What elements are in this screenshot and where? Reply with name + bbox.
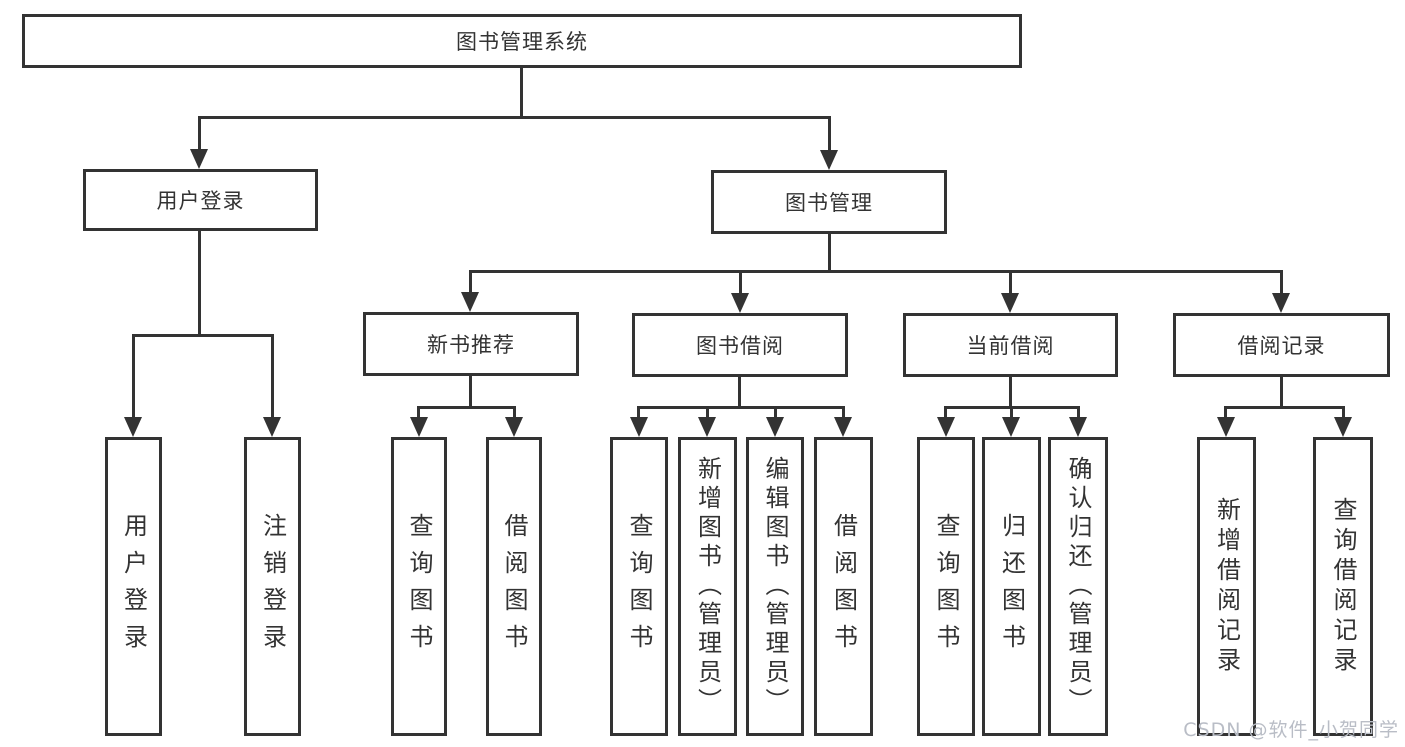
connector-drop-book-management — [828, 116, 831, 152]
leaf-records-query-label: 查询借阅记录 — [1329, 496, 1357, 677]
leaf-logout: 注销登录 — [244, 437, 301, 736]
connector-drop-borrow-edit — [774, 406, 777, 420]
leaf-records-query: 查询借阅记录 — [1313, 437, 1373, 736]
leaf-user-login-label: 用户登录 — [119, 512, 148, 661]
connector-recommend-stem — [469, 376, 472, 409]
connector-drop-recommend-query — [417, 406, 420, 420]
arrow-down-icon — [731, 293, 749, 313]
leaf-recommend-query-books: 查询图书 — [391, 437, 447, 736]
connector-drop-current-confirm — [1077, 406, 1080, 420]
arrow-down-icon — [124, 417, 142, 437]
connector-drop-borrow-records — [1280, 270, 1283, 296]
leaf-user-login: 用户登录 — [105, 437, 162, 736]
leaf-borrow-edit-books: 编辑图书（管理员） — [746, 437, 804, 736]
connector-records-hline — [1224, 406, 1345, 409]
connector-root-stem — [520, 68, 523, 118]
leaf-borrow-add-books: 新增图书（管理员） — [678, 437, 737, 736]
connector-drop-user-login — [198, 116, 201, 152]
arrow-down-icon — [410, 417, 428, 437]
node-root-label: 图书管理系统 — [456, 30, 588, 54]
arrow-down-icon — [937, 417, 955, 437]
node-book-borrow: 图书借阅 — [632, 313, 848, 377]
arrow-down-icon — [263, 417, 281, 437]
connector-current-borrow-stem — [1009, 377, 1012, 409]
node-current-borrow: 当前借阅 — [903, 313, 1118, 377]
node-new-book-recommend: 新书推荐 — [363, 312, 579, 376]
connector-drop-current-return — [1010, 406, 1013, 420]
node-book-management: 图书管理 — [711, 170, 947, 234]
arrow-down-icon — [461, 292, 479, 312]
connector-records-stem — [1280, 377, 1283, 409]
arrow-down-icon — [1069, 417, 1087, 437]
leaf-borrow-edit-books-label: 编辑图书（管理员） — [761, 456, 789, 717]
connector-user-login-hline — [132, 334, 274, 337]
connector-root-hline — [198, 116, 831, 119]
node-user-login-label: 用户登录 — [156, 189, 245, 213]
arrow-down-icon — [820, 150, 838, 170]
node-current-borrow-label: 当前借阅 — [966, 334, 1055, 358]
node-new-book-recommend-label: 新书推荐 — [427, 333, 515, 357]
leaf-records-add-label: 新增借阅记录 — [1212, 496, 1241, 677]
connector-drop-borrow-borrow — [842, 406, 845, 420]
node-root: 图书管理系统 — [22, 14, 1022, 68]
arrow-down-icon — [190, 149, 208, 169]
connector-drop-records-add — [1224, 406, 1227, 420]
leaf-recommend-query-books-label: 查询图书 — [405, 512, 433, 661]
arrow-down-icon — [1217, 417, 1235, 437]
node-borrow-records-label: 借阅记录 — [1237, 334, 1326, 358]
connector-drop-leaf-logout — [271, 334, 274, 420]
connector-book-management-hline — [469, 270, 1282, 273]
leaf-borrow-borrow-books-label: 借阅图书 — [829, 512, 858, 661]
connector-drop-leaf-user-login — [132, 334, 135, 420]
arrow-down-icon — [1002, 417, 1020, 437]
connector-book-borrow-hline — [637, 406, 845, 409]
leaf-current-return-books-label: 归还图书 — [997, 512, 1026, 661]
node-book-borrow-label: 图书借阅 — [696, 334, 784, 358]
arrow-down-icon — [698, 417, 716, 437]
connector-drop-current-borrow — [1009, 270, 1012, 296]
arrow-down-icon — [834, 417, 852, 437]
arrow-down-icon — [1334, 417, 1352, 437]
leaf-recommend-borrow-books-label: 借阅图书 — [500, 512, 528, 661]
leaf-logout-label: 注销登录 — [258, 512, 287, 661]
leaf-current-query-books: 查询图书 — [917, 437, 975, 736]
connector-book-management-stem — [828, 234, 831, 273]
connector-drop-borrow-query — [637, 406, 640, 420]
connector-drop-new-book-recommend — [469, 270, 472, 296]
connector-book-borrow-stem — [738, 377, 741, 409]
arrow-down-icon — [1001, 293, 1019, 313]
arrow-down-icon — [766, 417, 784, 437]
arrow-down-icon — [630, 417, 648, 437]
node-book-management-label: 图书管理 — [785, 191, 873, 215]
connector-drop-borrow-add — [706, 406, 709, 420]
leaf-current-return-books: 归还图书 — [982, 437, 1041, 736]
leaf-borrow-query-books-label: 查询图书 — [625, 512, 653, 661]
leaf-current-query-books-label: 查询图书 — [932, 512, 960, 661]
connector-drop-book-borrow — [739, 270, 742, 296]
arrow-down-icon — [505, 417, 523, 437]
connector-recommend-hline — [417, 406, 516, 409]
connector-drop-records-query — [1342, 406, 1345, 420]
connector-drop-recommend-borrow — [513, 406, 516, 420]
node-borrow-records: 借阅记录 — [1173, 313, 1390, 377]
leaf-records-add: 新增借阅记录 — [1197, 437, 1256, 736]
node-user-login: 用户登录 — [83, 169, 318, 231]
csdn-watermark: CSDN @软件_小贺同学 — [1183, 719, 1399, 741]
arrow-down-icon — [1272, 293, 1290, 313]
connector-user-login-stem — [198, 231, 201, 336]
leaf-borrow-query-books: 查询图书 — [610, 437, 668, 736]
leaf-borrow-add-books-label: 新增图书（管理员） — [693, 456, 722, 717]
leaf-current-confirm-return-label: 确认归还（管理员） — [1064, 456, 1092, 717]
leaf-current-confirm-return: 确认归还（管理员） — [1048, 437, 1108, 736]
leaf-recommend-borrow-books: 借阅图书 — [486, 437, 542, 736]
connector-drop-current-query — [944, 406, 947, 420]
leaf-borrow-borrow-books: 借阅图书 — [814, 437, 873, 736]
